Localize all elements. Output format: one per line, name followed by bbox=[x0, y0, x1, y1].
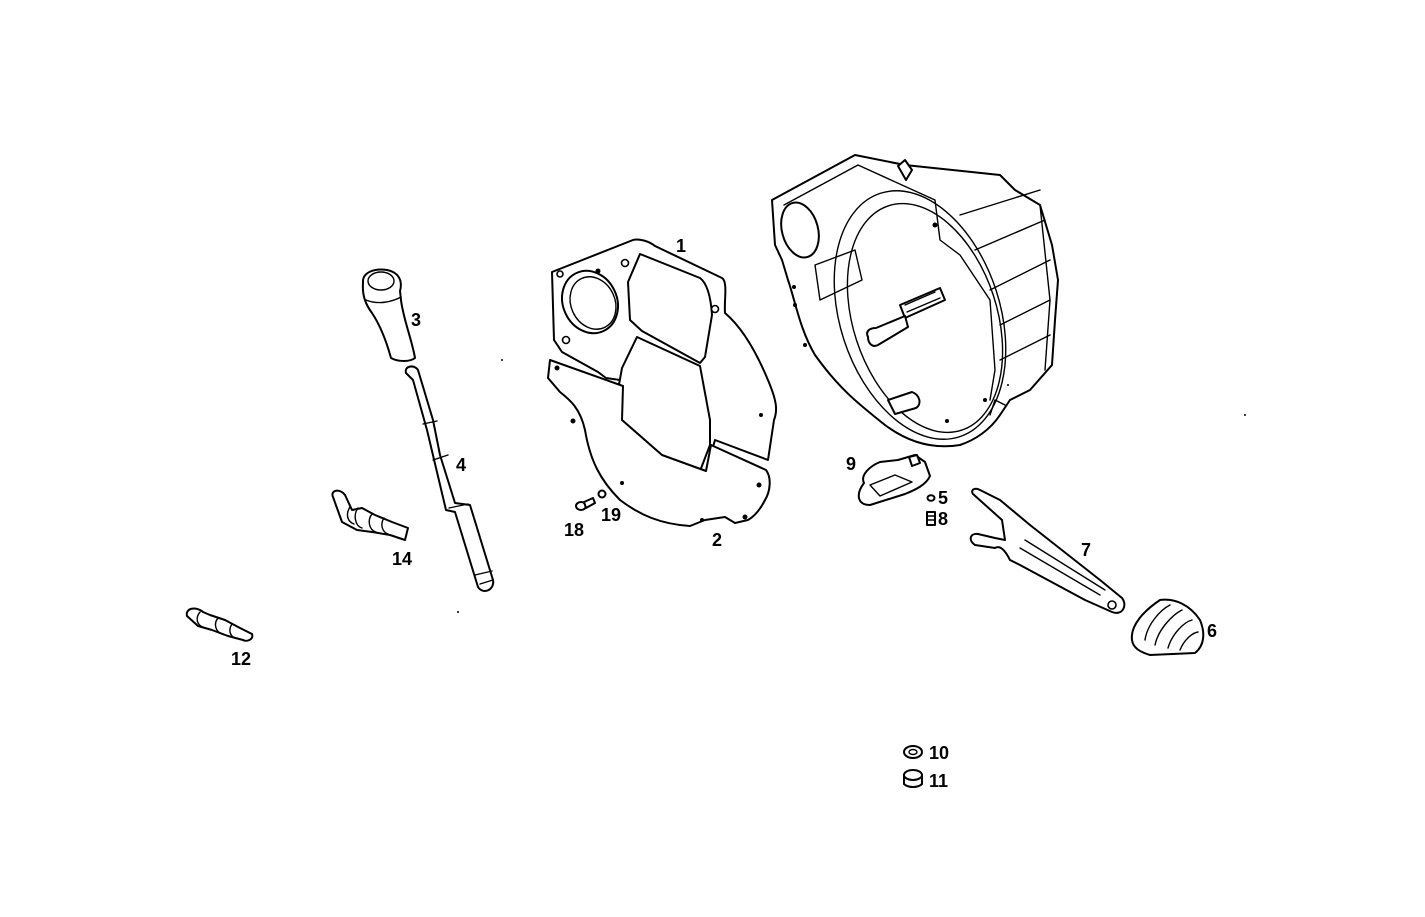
callout-4: 4 bbox=[456, 455, 467, 475]
washer-part-5[interactable] bbox=[926, 494, 936, 502]
release-fork-part-7[interactable] bbox=[969, 487, 1126, 614]
fitting-part-14[interactable] bbox=[331, 489, 409, 541]
bolt-part-8[interactable] bbox=[926, 511, 936, 526]
callout-6: 6 bbox=[1207, 621, 1218, 641]
callout-14: 14 bbox=[392, 549, 413, 569]
screw-part-18[interactable] bbox=[575, 497, 596, 511]
callout-1: 1 bbox=[676, 236, 687, 256]
nut-part-11[interactable] bbox=[903, 769, 923, 788]
callout-2: 2 bbox=[712, 530, 723, 550]
callout-10: 10 bbox=[929, 743, 950, 763]
gear-shaft-part-4[interactable] bbox=[404, 365, 495, 592]
callout-12: 12 bbox=[231, 649, 252, 669]
callout-5: 5 bbox=[938, 488, 949, 508]
washer-part-10[interactable] bbox=[903, 745, 923, 759]
callout-18: 18 bbox=[564, 520, 585, 540]
cover-plate-part-2[interactable] bbox=[547, 359, 771, 527]
rubber-boot-part-6[interactable] bbox=[1130, 598, 1205, 656]
clutch-bell-housing[interactable] bbox=[771, 154, 1059, 461]
callout-9: 9 bbox=[846, 454, 857, 474]
gear-knob-part-3[interactable] bbox=[361, 268, 416, 362]
inspection-cover-part-9[interactable] bbox=[857, 454, 931, 506]
washer-part-19[interactable] bbox=[597, 489, 607, 499]
callout-3: 3 bbox=[411, 310, 422, 330]
callout-8: 8 bbox=[938, 509, 949, 529]
callout-19: 19 bbox=[601, 505, 622, 525]
fitting-part-12[interactable] bbox=[185, 607, 254, 642]
callout-11: 11 bbox=[929, 771, 949, 791]
callout-7: 7 bbox=[1081, 540, 1092, 560]
